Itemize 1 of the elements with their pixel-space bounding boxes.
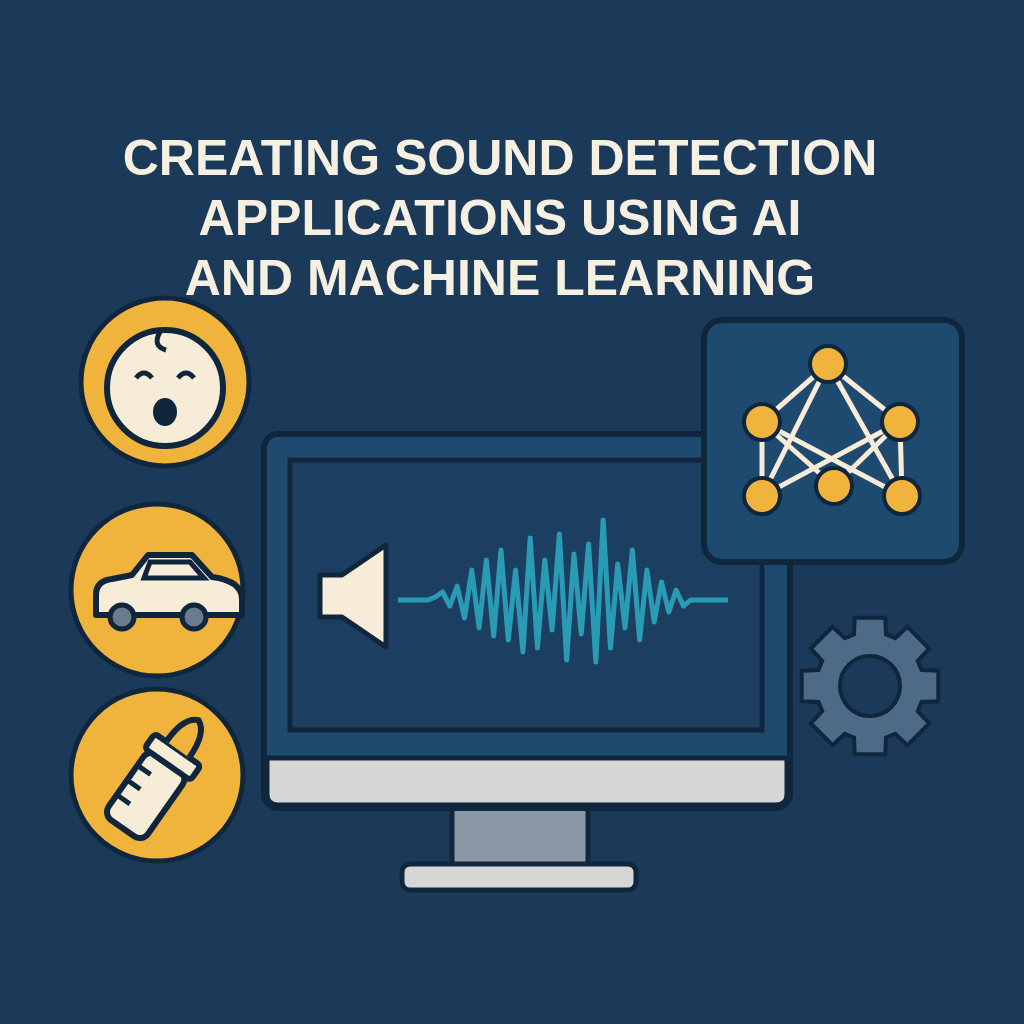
title: CREATING SOUND DETECTION APPLICATIONS USING AI AND MACHINE LEARNING [121, 129, 879, 308]
